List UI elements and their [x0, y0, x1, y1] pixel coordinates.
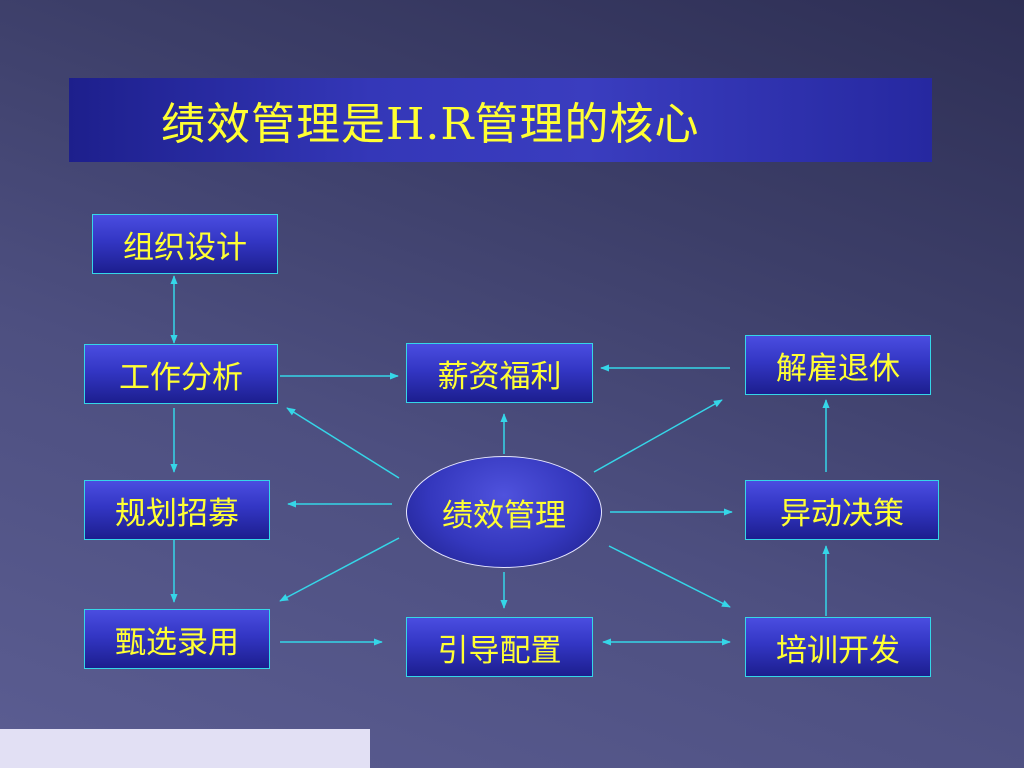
node-org-design: 组织设计 — [92, 214, 278, 274]
node-training-development: 培训开发 — [745, 617, 931, 677]
arrow-perf-training — [608, 545, 731, 608]
node-onboarding-placement: 引导配置 — [406, 617, 593, 677]
page-title: 绩效管理是H.R管理的核心 — [161, 99, 700, 150]
node-selection-hiring: 甄选录用 — [84, 609, 270, 669]
arrow-perf-job — [286, 407, 400, 479]
node-transfer-decision: 异动决策 — [745, 480, 939, 540]
node-salary-benefits: 薪资福利 — [406, 343, 593, 403]
arrow-perf-dismissal — [593, 399, 723, 473]
arrow-perf-selection — [279, 537, 400, 602]
title-banner: 绩效管理是H.R管理的核心 — [69, 78, 932, 162]
node-dismissal-retirement: 解雇退休 — [745, 335, 931, 395]
footer-block — [0, 729, 370, 768]
node-job-analysis: 工作分析 — [84, 344, 278, 404]
node-performance-management: 绩效管理 — [406, 456, 602, 568]
node-planning-recruitment: 规划招募 — [84, 480, 270, 540]
